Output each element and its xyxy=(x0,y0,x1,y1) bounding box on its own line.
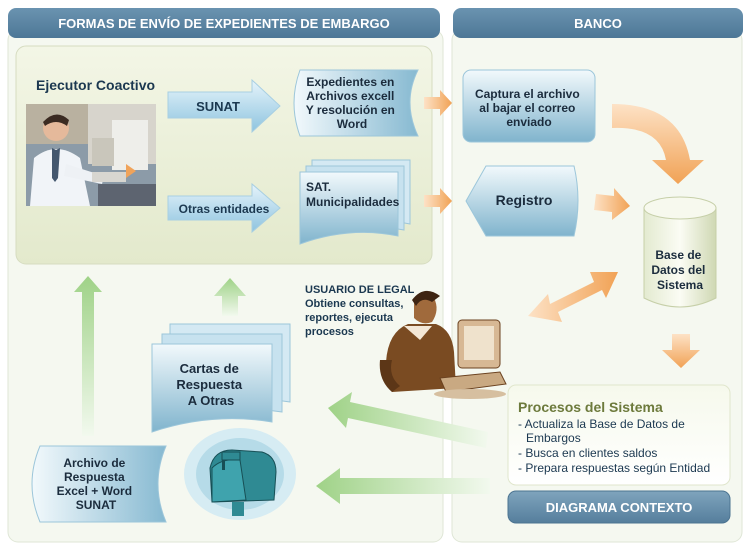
green-arrow-up-left xyxy=(74,276,102,436)
archivo-line-1: Archivo de xyxy=(63,456,125,470)
expedientes-document: Expedientes en Archivos excell Y resoluc… xyxy=(293,69,419,137)
database-line-2: Datos del xyxy=(651,263,705,277)
archivo-line-3: Excel + Word xyxy=(57,484,132,498)
orange-arrow-to-captura xyxy=(424,90,452,116)
arrow-registro-to-database xyxy=(594,188,630,220)
archivo-document: Archivo de Respuesta Excel + Word SUNAT xyxy=(31,445,167,523)
orange-arrow-to-registro xyxy=(424,188,452,214)
database-line-3: Sistema xyxy=(657,278,703,292)
usuario-line-2: reportes, ejecuta xyxy=(305,312,394,324)
curved-arrow-to-database xyxy=(612,104,704,184)
procesos-title: Procesos del Sistema xyxy=(518,399,663,415)
cartas-document-stack: Cartas de Respuesta A Otras xyxy=(151,323,291,433)
green-arrow-to-cartas xyxy=(328,392,488,448)
registro-shape: Registro xyxy=(465,165,579,237)
cartas-line-3: A Otras xyxy=(188,393,234,408)
svg-text:Captura el archivo al ba: Captura el archivo al bajar el correo en… xyxy=(475,87,583,129)
svg-text:USUARIO DE LEGAL Obtiene c: USUARIO DE LEGAL Obtiene consultas, repo… xyxy=(305,284,417,338)
header-right: BANCO xyxy=(453,8,743,38)
captura-line-1: Captura el archivo xyxy=(475,87,580,101)
mailbox-icon xyxy=(184,428,296,520)
arrow-user-database xyxy=(528,272,618,322)
usuario-title: USUARIO DE LEGAL xyxy=(305,284,415,296)
otras-flow-arrow: Otras entidades xyxy=(167,182,281,234)
archivo-line-2: Respuesta xyxy=(64,470,125,484)
sat-document-stack: SAT. Municipalidades xyxy=(299,159,411,245)
captura-box: Captura el archivo al bajar el correo en… xyxy=(462,69,596,143)
expedientes-line-2: Archivos excell xyxy=(306,89,394,103)
database-line-1: Base de xyxy=(655,248,701,262)
svg-text:Archivo de Respuesta: Archivo de Respuesta Excel + Word SUNAT xyxy=(57,456,136,512)
usuario-line-1: Obtiene consultas, xyxy=(305,298,403,310)
header-right-title: BANCO xyxy=(574,16,622,31)
cartas-line-1: Cartas de xyxy=(180,361,239,376)
captura-line-2: al bajar el correo xyxy=(479,101,575,115)
expedientes-line-3: Y resolución en xyxy=(306,103,395,117)
sunat-label: SUNAT xyxy=(196,99,240,114)
svg-text:SAT. Municipalidades: SAT. Municipalidades xyxy=(306,180,400,209)
procesos-item-1a: - Actualiza la Base de Datos de xyxy=(518,417,685,431)
ejecutor-title: Ejecutor Coactivo xyxy=(36,77,155,93)
svg-text:- Actualiza la Base de Datos d: - Actualiza la Base de Datos de Embargos… xyxy=(518,417,710,475)
expedientes-line-1: Expedientes en xyxy=(306,75,394,89)
procesos-box: Procesos del Sistema - Actualiza la Base… xyxy=(507,384,731,486)
sat-line-1: SAT. xyxy=(306,180,331,194)
badge-label: DIAGRAMA CONTEXTO xyxy=(546,500,693,515)
svg-text:Base de Datos del: Base de Datos del Sistema xyxy=(651,248,708,292)
usuario-line-3: procesos xyxy=(305,326,354,338)
arrow-database-to-procesos xyxy=(662,334,700,368)
person-at-computer-photo xyxy=(26,104,156,206)
captura-line-3: enviado xyxy=(506,115,551,129)
sat-line-2: Municipalidades xyxy=(306,195,400,209)
otras-label: Otras entidades xyxy=(179,202,270,216)
procesos-item-3: - Prepara respuestas según Entidad xyxy=(518,461,710,475)
svg-text:Cartas de Respuesta: Cartas de Respuesta A Otras xyxy=(176,361,245,408)
archivo-line-4: SUNAT xyxy=(76,498,117,512)
procesos-item-2: - Busca en clientes saldos xyxy=(518,446,657,460)
header-left-title: FORMAS DE ENVÍO DE EXPEDIENTES DE EMBARG… xyxy=(58,16,390,31)
cartas-line-2: Respuesta xyxy=(176,377,243,392)
green-arrow-to-mailbox xyxy=(316,468,490,504)
registro-label: Registro xyxy=(496,192,553,208)
header-left: FORMAS DE ENVÍO DE EXPEDIENTES DE EMBARG… xyxy=(8,8,440,38)
expedientes-line-4: Word xyxy=(337,117,367,131)
procesos-item-1b: Embargos xyxy=(526,431,581,445)
diagrama-contexto-badge: DIAGRAMA CONTEXTO xyxy=(507,490,731,524)
sunat-flow-arrow: SUNAT xyxy=(167,78,281,134)
database-cylinder: Base de Datos del Sistema xyxy=(643,196,717,308)
green-arrow-up-cartas xyxy=(214,278,246,316)
user-at-computer-clipart xyxy=(379,290,507,399)
svg-text:Expedientes en Archivos: Expedientes en Archivos excell Y resoluc… xyxy=(306,75,398,131)
